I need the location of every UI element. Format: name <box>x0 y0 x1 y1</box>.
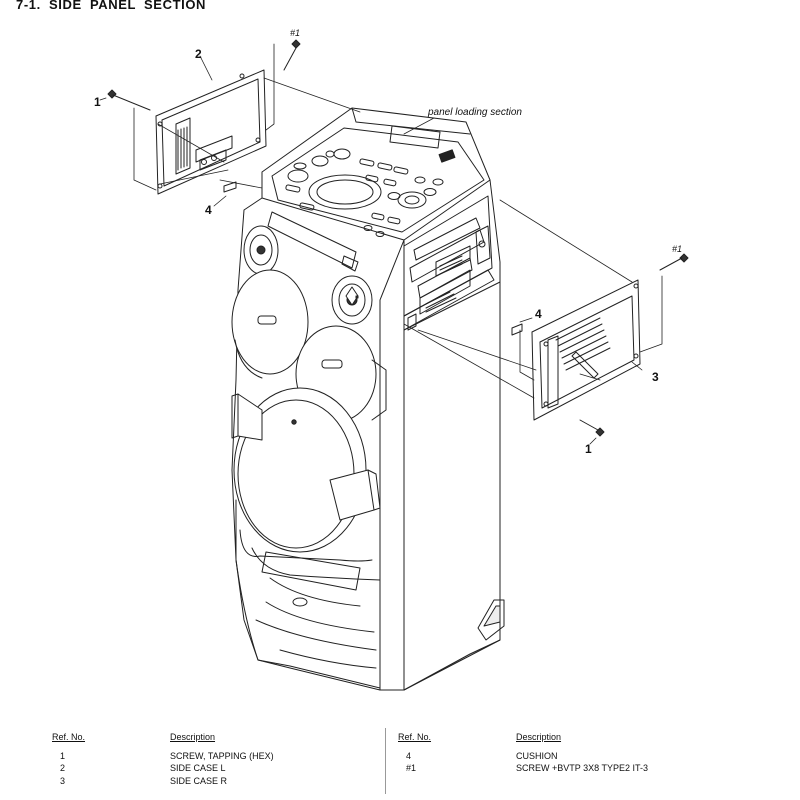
callout-screw-tapping-right: 1 <box>585 442 592 456</box>
side-chassis-exposed <box>403 195 501 331</box>
panel-loading-slot <box>389 125 441 149</box>
ref-no: 3 <box>60 775 66 786</box>
description-header: Description <box>170 732 216 742</box>
side-case-r <box>531 279 641 421</box>
leader-lines <box>99 43 663 445</box>
ref-no: 1 <box>60 750 66 761</box>
ref-no-header: Ref. No. <box>52 732 86 742</box>
screw-1-right-icon <box>579 419 605 437</box>
callout-screw-bvtp-right: #1 <box>672 244 682 254</box>
unit-foot <box>477 599 505 641</box>
table-row: 2 SIDE CASE L <box>52 762 274 775</box>
ref-no: 2 <box>60 763 66 773</box>
ref-no-header: Ref. No. <box>398 732 432 742</box>
exploded-view-diagram: 2 1 #1 4 panel loading section #1 4 3 1 <box>94 28 689 691</box>
speaker-unit <box>231 107 505 691</box>
description: SIDE CASE L <box>170 763 226 773</box>
description: SCREW, TAPPING (HEX) <box>170 750 274 761</box>
description: SIDE CASE R <box>170 775 228 786</box>
side-case-l <box>155 69 267 195</box>
panel-loading-section-note: panel loading section <box>427 107 522 118</box>
callout-screw-tapping-left: 1 <box>94 95 101 109</box>
woofer-upper <box>231 269 309 375</box>
cushion-l <box>223 181 237 193</box>
description-header: Description <box>516 732 562 742</box>
callout-screw-bvtp-top-left: #1 <box>290 28 300 38</box>
description: SCREW +BVTP 3X8 TYPE2 IT-3 <box>516 763 648 773</box>
table-row: 3 SIDE CASE R <box>52 775 274 788</box>
bass-box <box>235 499 381 689</box>
cushion-r <box>511 323 523 336</box>
callout-side-case-r: 3 <box>652 370 659 384</box>
callout-cushion-right: 4 <box>535 307 542 321</box>
ref-no: 4 <box>406 750 412 761</box>
table-row: #1 SCREW +BVTP 3X8 TYPE2 IT-3 <box>398 762 648 775</box>
table-header: Ref. No. Description <box>398 731 648 744</box>
table-header: Ref. No. Description <box>52 731 274 744</box>
description: CUSHION <box>516 750 558 761</box>
parts-table-right: Ref. No. Description 4 CUSHION #1 SCREW … <box>398 731 648 775</box>
table-divider <box>385 728 386 794</box>
table-row: 1 SCREW, TAPPING (HEX) <box>52 750 274 763</box>
parts-table-left: Ref. No. Description 1 SCREW, TAPPING (H… <box>52 731 274 787</box>
screw-hash1-right-icon <box>659 253 689 271</box>
screw-hash1-top-left-icon <box>283 39 301 71</box>
callout-side-case-l: 2 <box>195 47 202 61</box>
ref-no: #1 <box>406 763 417 773</box>
page-title: 7-1. SIDE PANEL SECTION <box>16 0 207 12</box>
screw-1-left-icon <box>107 89 151 111</box>
woofer-large <box>233 387 367 553</box>
table-row: 4 CUSHION <box>398 750 648 763</box>
callout-cushion-left: 4 <box>205 203 212 217</box>
